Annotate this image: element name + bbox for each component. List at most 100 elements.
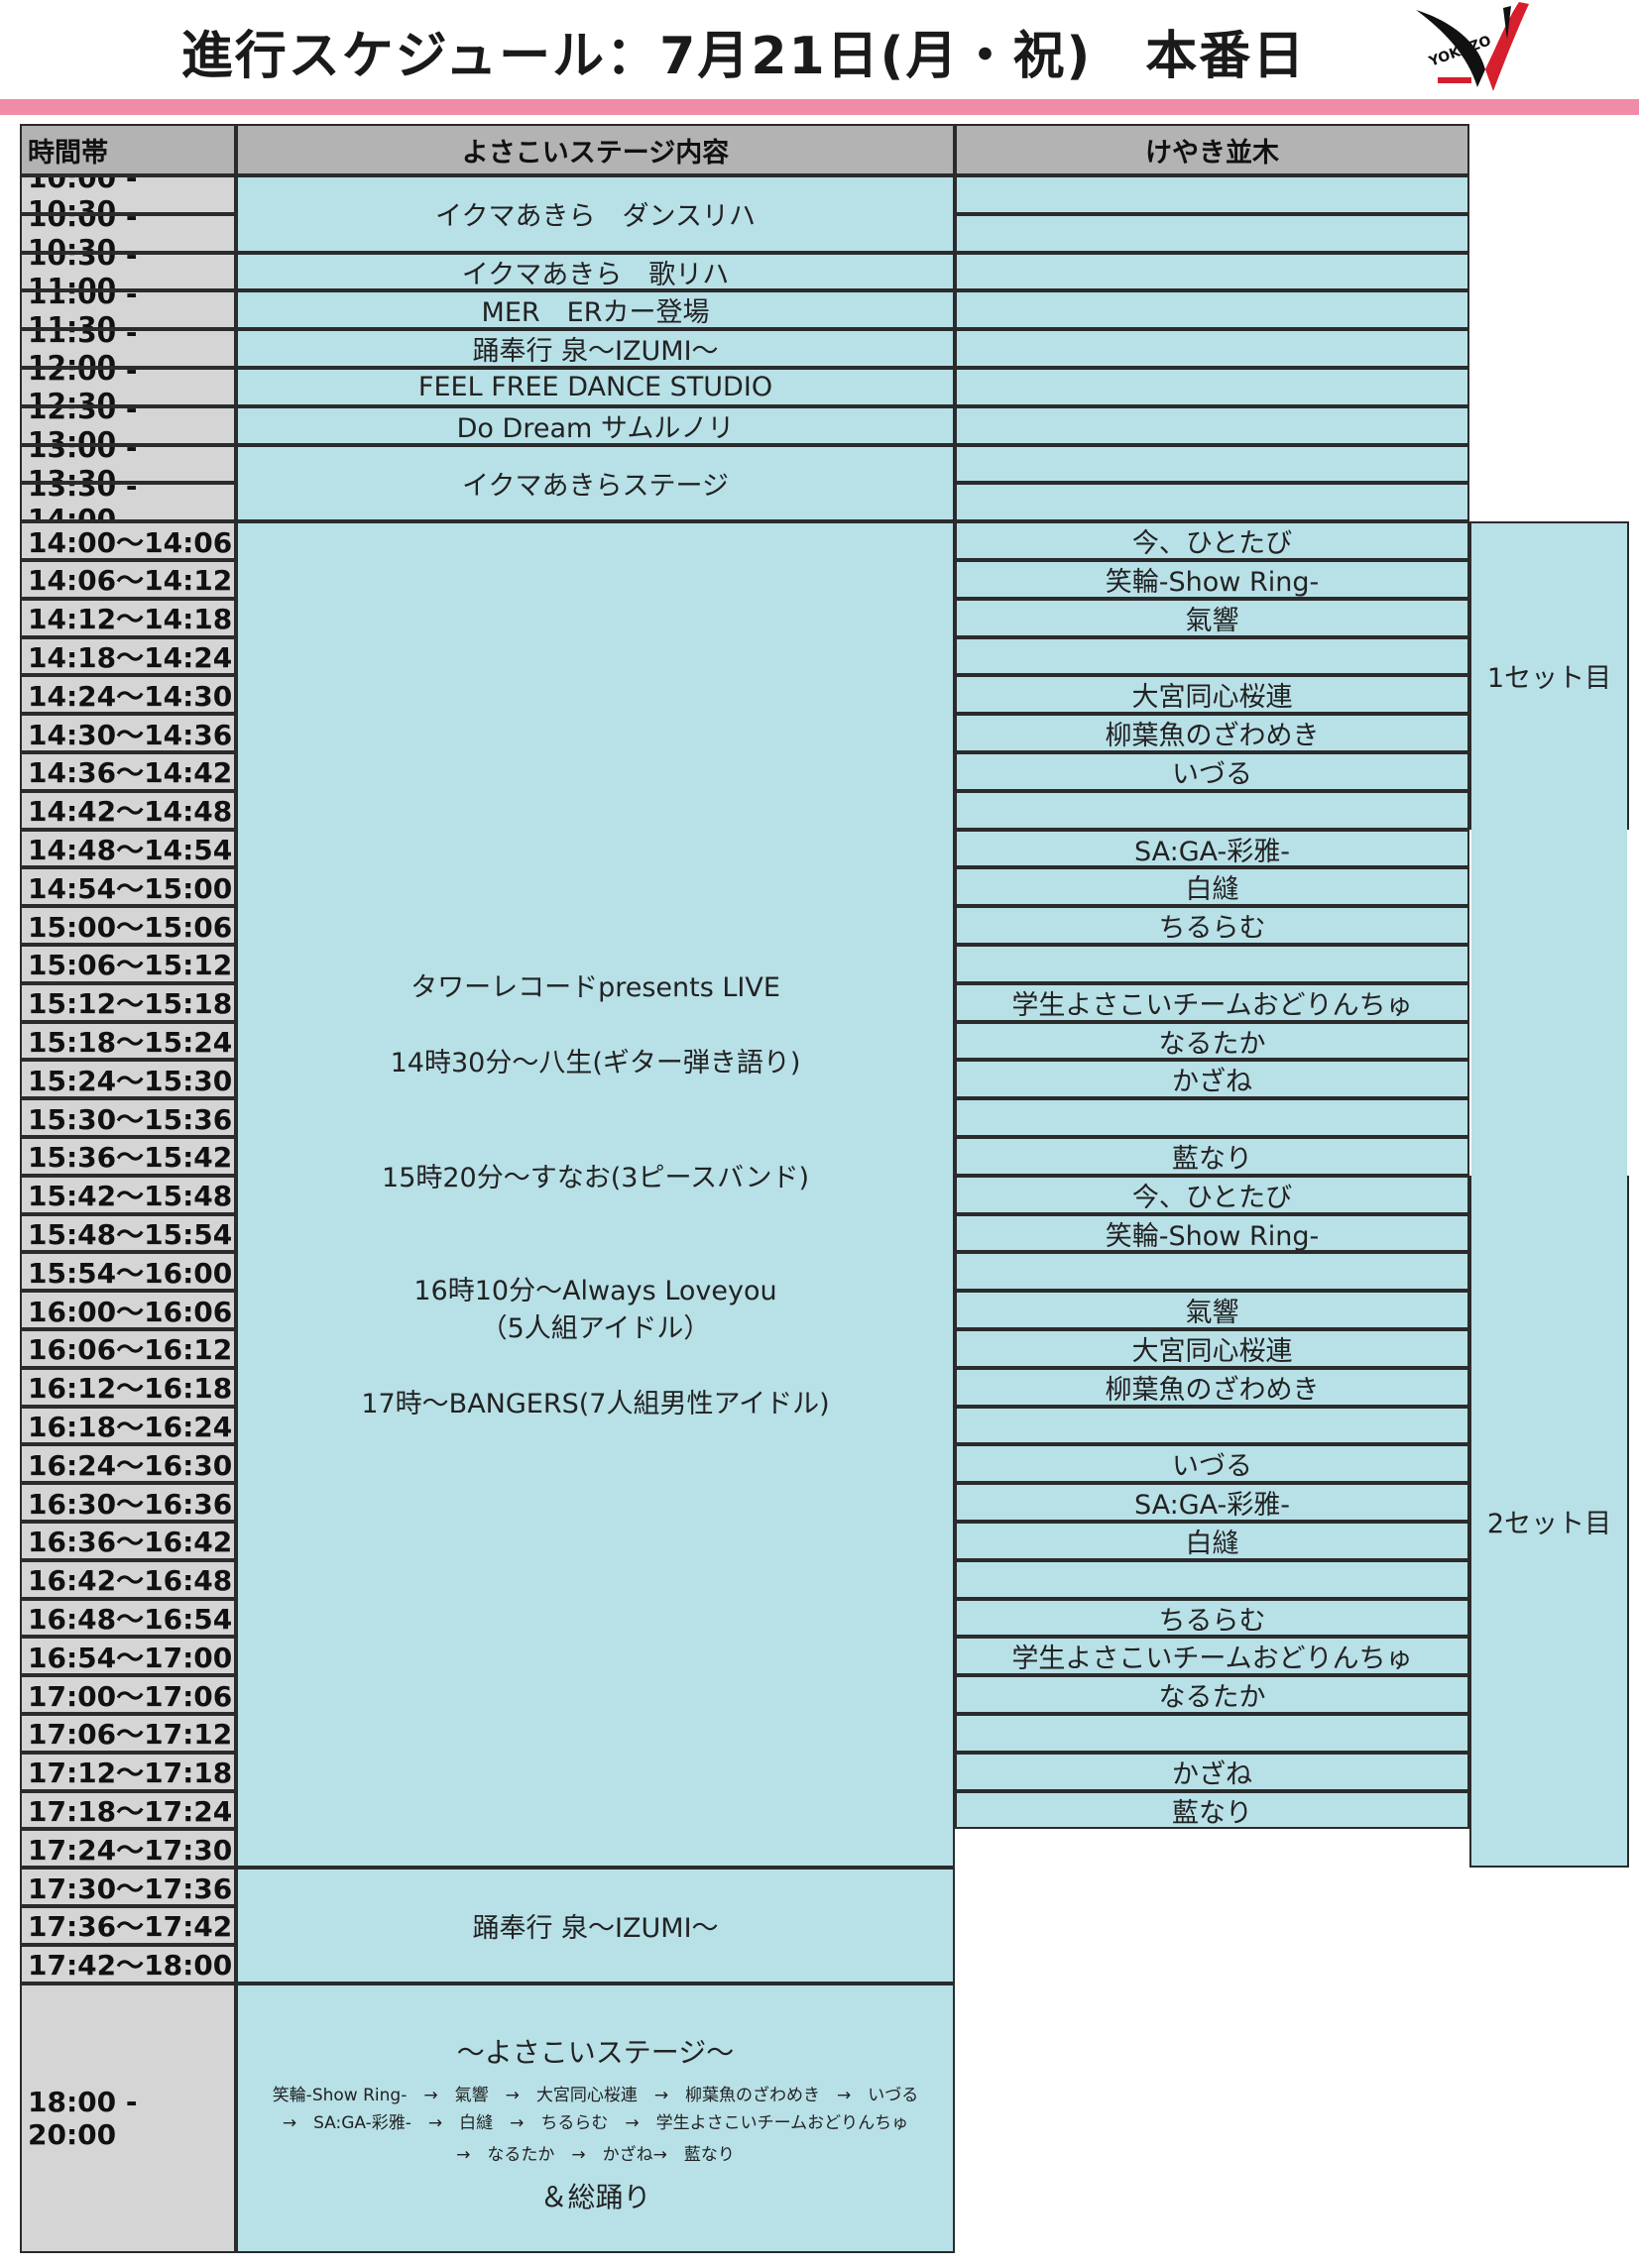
keyaki-slot: 今、ひとたび — [955, 521, 1469, 560]
live-line: 17時～BANGERS(7人組男性アイドル) — [361, 1389, 830, 1420]
keyaki-slot: 白縫 — [955, 1522, 1469, 1560]
keyaki-slot — [955, 1406, 1469, 1445]
live-line: 15時20分～すなお(3ピースバンド) — [382, 1163, 809, 1194]
time-slot: 15:30～15:36 — [20, 1098, 236, 1137]
keyaki-slot: ちるらむ — [955, 1598, 1469, 1638]
time-slot: 16:06～16:12 — [20, 1329, 236, 1368]
time-slot: 16:18～16:24 — [20, 1406, 236, 1445]
live-line: タワーレコードpresents LIVE — [410, 972, 780, 1004]
time-slot: 15:18～15:24 — [20, 1021, 236, 1061]
time-slot: 14:06～14:12 — [20, 560, 236, 599]
time-slot: 14:36～14:42 — [20, 752, 236, 791]
keyaki-slot: 氣響 — [955, 1291, 1469, 1329]
time-slot: 14:42～14:48 — [20, 790, 236, 830]
keyaki-slot: いづる — [955, 752, 1469, 791]
keyaki-slot — [955, 1714, 1469, 1753]
keyaki-slot: 白縫 — [955, 867, 1469, 907]
keyaki-slot: 柳葉魚のざわめき — [955, 1367, 1469, 1407]
keyaki-slot — [955, 252, 1469, 291]
time-slot: 18:00 - 20:00 — [20, 1983, 236, 2253]
time-slot: 15:36～15:42 — [20, 1137, 236, 1176]
time-slot: 16:36～16:42 — [20, 1522, 236, 1560]
keyaki-slot: 柳葉魚のざわめき — [955, 714, 1469, 752]
time-slot: 17:42～18:00 — [20, 1944, 236, 1984]
time-slot: 14:00～14:06 — [20, 521, 236, 560]
time-slot: 16:48～16:54 — [20, 1598, 236, 1638]
time-slot: 16:42～16:48 — [20, 1559, 236, 1599]
keyaki-slot — [955, 636, 1469, 676]
stage-block: 踊奉行 泉～IZUMI～ — [236, 1868, 955, 1984]
stage-block: Do Dream サムルノリ — [236, 405, 955, 445]
keyaki-slot: 学生よさこいチームおどりんちゅ — [955, 982, 1469, 1022]
time-slot: 11:30 - 12:00 — [20, 329, 236, 368]
keyaki-slot — [955, 290, 1469, 330]
evening-block: ～よさこいステージ～笑輪-Show Ring- → 氣響 → 大宮同心桜連 → … — [236, 1983, 955, 2253]
set-label: 2セット目 — [1469, 1175, 1629, 1869]
time-slot: 12:00 - 12:30 — [20, 368, 236, 406]
keyaki-slot: 藍なり — [955, 1790, 1469, 1830]
time-slot: 11:00 - 11:30 — [20, 290, 236, 330]
keyaki-slot — [955, 213, 1469, 253]
keyaki-slot: なるたか — [955, 1675, 1469, 1714]
evening-closing: ＆総踊り — [539, 2180, 651, 2213]
column-header-stage: よさこいステージ内容 — [236, 124, 955, 175]
keyaki-slot: いづる — [955, 1444, 1469, 1484]
keyaki-slot — [955, 1098, 1469, 1137]
live-line: 14時30分～八生(ギター弾き語り) — [390, 1048, 801, 1079]
keyaki-slot: 笑輪-Show Ring- — [955, 1213, 1469, 1253]
time-slot: 15:24～15:30 — [20, 1060, 236, 1099]
stage-block: 踊奉行 泉～IZUMI～ — [236, 329, 955, 368]
stage-block: イクマあきら 歌リハ — [236, 252, 955, 291]
keyaki-slot: SA:GA-彩雅- — [955, 1483, 1469, 1522]
time-slot: 17:36～17:42 — [20, 1906, 236, 1945]
stage-block: MER ERカー登場 — [236, 290, 955, 330]
time-slot: 13:00 - 13:30 — [20, 444, 236, 484]
time-slot: 17:24～17:30 — [20, 1829, 236, 1869]
time-slot: 14:30～14:36 — [20, 714, 236, 752]
keyaki-slot: 学生よさこいチームおどりんちゅ — [955, 1637, 1469, 1676]
keyaki-slot — [955, 368, 1469, 406]
time-slot: 16:12～16:18 — [20, 1367, 236, 1407]
time-slot: 15:54～16:00 — [20, 1252, 236, 1292]
live-line: 16時10分～Always Loveyou — [413, 1276, 777, 1307]
time-slot: 15:12～15:18 — [20, 982, 236, 1022]
keyaki-slot — [955, 405, 1469, 445]
keyaki-slot — [955, 1559, 1469, 1599]
time-slot: 17:12～17:18 — [20, 1752, 236, 1791]
time-slot: 16:00～16:06 — [20, 1291, 236, 1329]
keyaki-slot: SA:GA-彩雅- — [955, 829, 1469, 868]
evening-title: ～よさこいステージ～ — [456, 2035, 735, 2069]
keyaki-slot: かざね — [955, 1060, 1469, 1099]
keyaki-slot: 藍なり — [955, 1137, 1469, 1176]
time-slot: 14:12～14:18 — [20, 598, 236, 637]
keyaki-slot: なるたか — [955, 1021, 1469, 1061]
set-label: 1セット目 — [1469, 521, 1629, 830]
time-slot: 12:30 - 13:00 — [20, 405, 236, 445]
keyaki-slot — [955, 175, 1469, 214]
stage-block: イクマあきらステージ — [236, 444, 955, 522]
time-slot: 15:48～15:54 — [20, 1213, 236, 1253]
set-divider-cover — [1471, 827, 1627, 1178]
keyaki-slot — [955, 1252, 1469, 1292]
keyaki-slot: 氣響 — [955, 598, 1469, 637]
time-slot: 13:30 - 14:00 — [20, 483, 236, 522]
keyaki-slot: かざね — [955, 1752, 1469, 1791]
keyaki-slot: 今、ひとたび — [955, 1175, 1469, 1214]
time-slot: 14:18～14:24 — [20, 636, 236, 676]
time-slot: 17:30～17:36 — [20, 1868, 236, 1906]
stage-block: イクマあきら ダンスリハ — [236, 175, 955, 253]
time-slot: 17:00～17:06 — [20, 1675, 236, 1714]
column-header-keyaki: けやき並木 — [955, 124, 1469, 175]
time-slot: 10:30 - 11:00 — [20, 252, 236, 291]
time-slot: 14:54～15:00 — [20, 867, 236, 907]
keyaki-slot: 大宮同心桜連 — [955, 1329, 1469, 1368]
evening-order-line: → なるたか → かざね→ 藍なり — [456, 2144, 735, 2165]
time-slot: 15:42～15:48 — [20, 1175, 236, 1214]
time-slot: 10:00 - 10:30 — [20, 175, 236, 214]
time-slot: 14:24～14:30 — [20, 675, 236, 715]
time-slot: 17:06～17:12 — [20, 1714, 236, 1753]
keyaki-slot: ちるらむ — [955, 906, 1469, 945]
time-slot: 15:06～15:12 — [20, 945, 236, 983]
time-slot: 16:54～17:00 — [20, 1637, 236, 1676]
stage-block: FEEL FREE DANCE STUDIO — [236, 368, 955, 406]
